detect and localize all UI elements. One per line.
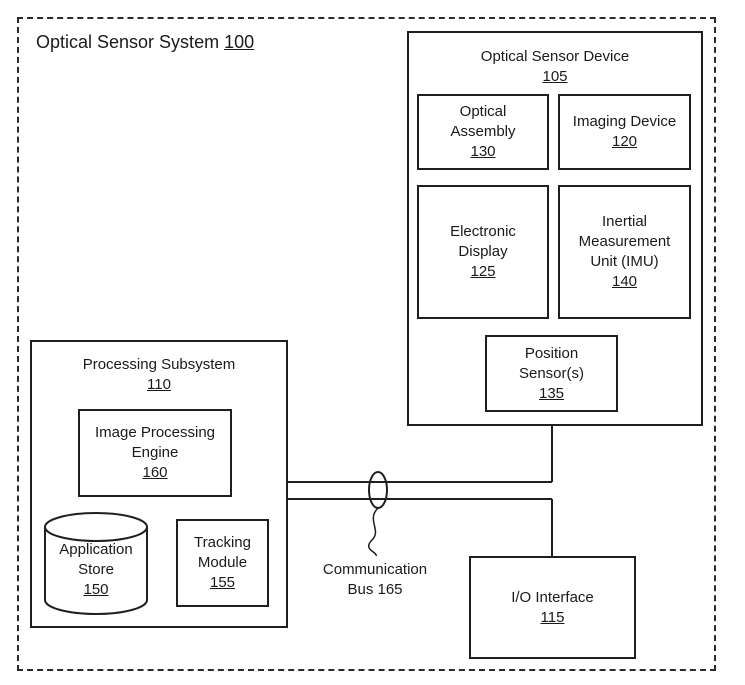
number: 155 (209, 574, 236, 591)
bus-leader-squiggle (367, 507, 379, 557)
label: Application (59, 541, 133, 558)
label: Measurement (578, 233, 671, 250)
image-processing-engine: Image Processing Engine 160 (78, 409, 232, 497)
number: 135 (538, 384, 565, 402)
label: Tracking (194, 534, 251, 551)
label: Image Processing (94, 424, 216, 441)
number: 140 (611, 273, 638, 290)
number: 120 (611, 133, 638, 150)
number: 160 (142, 464, 168, 481)
inertial-measurement-unit: Inertial Measurement Unit (IMU) 140 (558, 185, 691, 319)
label: Imaging Device (572, 113, 677, 130)
system-title-text: Optical Sensor System (36, 32, 220, 52)
optical-sensor-device-title: Optical Sensor Device (480, 48, 630, 65)
optical-assembly: Optical Assembly 130 (417, 94, 549, 170)
number: 115 (540, 608, 565, 626)
electronic-display: Electronic Display 125 (417, 185, 549, 319)
imaging-device: Imaging Device 120 (558, 94, 691, 170)
number: 125 (470, 263, 496, 280)
number: 150 (83, 581, 109, 598)
label: Display (458, 243, 508, 260)
tracking-module: Tracking Module 155 (176, 519, 269, 607)
label: Inertial (601, 213, 648, 230)
label: Communication (322, 561, 428, 578)
application-store: Application Store 150 (44, 540, 148, 600)
system-title: Optical Sensor System 100 (36, 32, 254, 53)
communication-bus-label: Communication Bus 165 (310, 560, 440, 600)
label: Bus 165 (347, 581, 403, 598)
processing-subsystem-number: 110 (147, 376, 171, 393)
optical-sensor-device-number: 105 (542, 68, 568, 85)
io-interface: I/O Interface 115 (469, 556, 636, 659)
label: Optical (459, 103, 507, 120)
system-number: 100 (224, 32, 255, 52)
label: Module (197, 554, 248, 571)
label: I/O Interface (511, 588, 594, 606)
number: 130 (470, 143, 496, 160)
label: Assembly (450, 123, 516, 140)
optical-sensor-system-boundary (17, 17, 716, 671)
label: Sensor(s) (518, 364, 585, 382)
bus-marker-ellipse (368, 471, 388, 509)
label: Electronic (450, 223, 516, 240)
label: Unit (IMU) (590, 253, 659, 270)
processing-subsystem: Processing Subsystem 110 (30, 340, 288, 628)
app-store-body (44, 527, 148, 615)
position-sensors: Position Sensor(s) 135 (485, 335, 618, 412)
label: Engine (131, 444, 179, 461)
label: Store (78, 561, 114, 578)
label: Position (524, 344, 579, 362)
processing-subsystem-title: Processing Subsystem (82, 356, 236, 373)
